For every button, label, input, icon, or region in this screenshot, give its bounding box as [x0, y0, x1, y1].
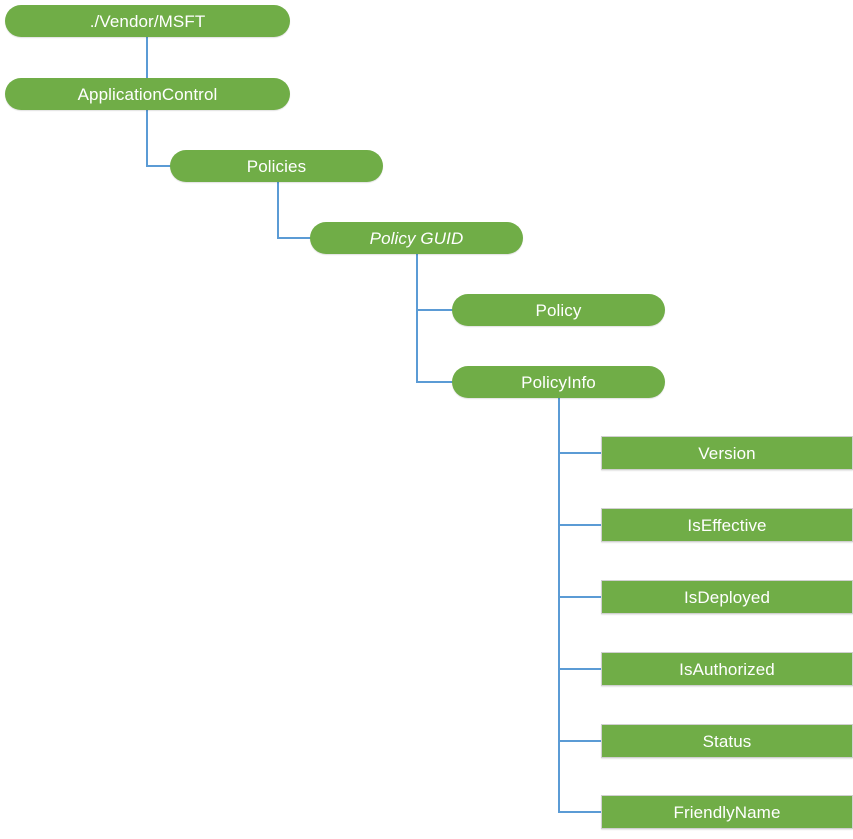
- node-is-effective[interactable]: IsEffective: [601, 508, 853, 542]
- node-friendly-name[interactable]: FriendlyName: [601, 795, 853, 829]
- connector-policyinfo-to-iseffective: [558, 524, 603, 526]
- connector-policyinfo-to-status: [558, 740, 603, 742]
- connector-applicationcontrol-stem: [146, 110, 148, 167]
- connector-policies-stem: [277, 182, 279, 239]
- node-policy-guid[interactable]: Policy GUID: [310, 222, 523, 254]
- node-version[interactable]: Version: [601, 436, 853, 470]
- connector-policyguid-to-policyinfo: [416, 381, 454, 383]
- connector-policyguid-to-policy: [416, 309, 454, 311]
- connector-policyinfo-trunk: [558, 398, 560, 813]
- node-label: PolicyInfo: [521, 372, 596, 392]
- connector-policyinfo-to-friendlyname: [558, 811, 603, 813]
- node-label: Policy: [535, 300, 582, 320]
- node-label: ./Vendor/MSFT: [89, 11, 206, 31]
- connector-policyinfo-to-isauthorized: [558, 668, 603, 670]
- node-is-deployed[interactable]: IsDeployed: [601, 580, 853, 614]
- node-application-control[interactable]: ApplicationControl: [5, 78, 290, 110]
- connector-applicationcontrol-to-policies: [146, 165, 172, 167]
- connector-policies-to-policyguid: [277, 237, 312, 239]
- node-label: Status: [702, 731, 752, 751]
- node-policy[interactable]: Policy: [452, 294, 665, 326]
- node-label: FriendlyName: [673, 802, 781, 822]
- node-label: IsEffective: [687, 515, 767, 535]
- node-policies[interactable]: Policies: [170, 150, 383, 182]
- node-label: Version: [698, 443, 756, 463]
- connector-vendor-to-applicationcontrol: [146, 37, 148, 78]
- node-label: Policies: [246, 156, 307, 176]
- connector-policyguid-trunk: [416, 254, 418, 383]
- node-label: IsDeployed: [683, 587, 771, 607]
- node-label: Policy GUID: [369, 228, 464, 248]
- connector-policyinfo-to-isdeployed: [558, 596, 603, 598]
- node-status[interactable]: Status: [601, 724, 853, 758]
- node-label: ApplicationControl: [77, 84, 218, 104]
- node-label: IsAuthorized: [679, 659, 775, 679]
- node-vendor-msft[interactable]: ./Vendor/MSFT: [5, 5, 290, 37]
- node-is-authorized[interactable]: IsAuthorized: [601, 652, 853, 686]
- connector-policyinfo-to-version: [558, 452, 603, 454]
- node-policy-info[interactable]: PolicyInfo: [452, 366, 665, 398]
